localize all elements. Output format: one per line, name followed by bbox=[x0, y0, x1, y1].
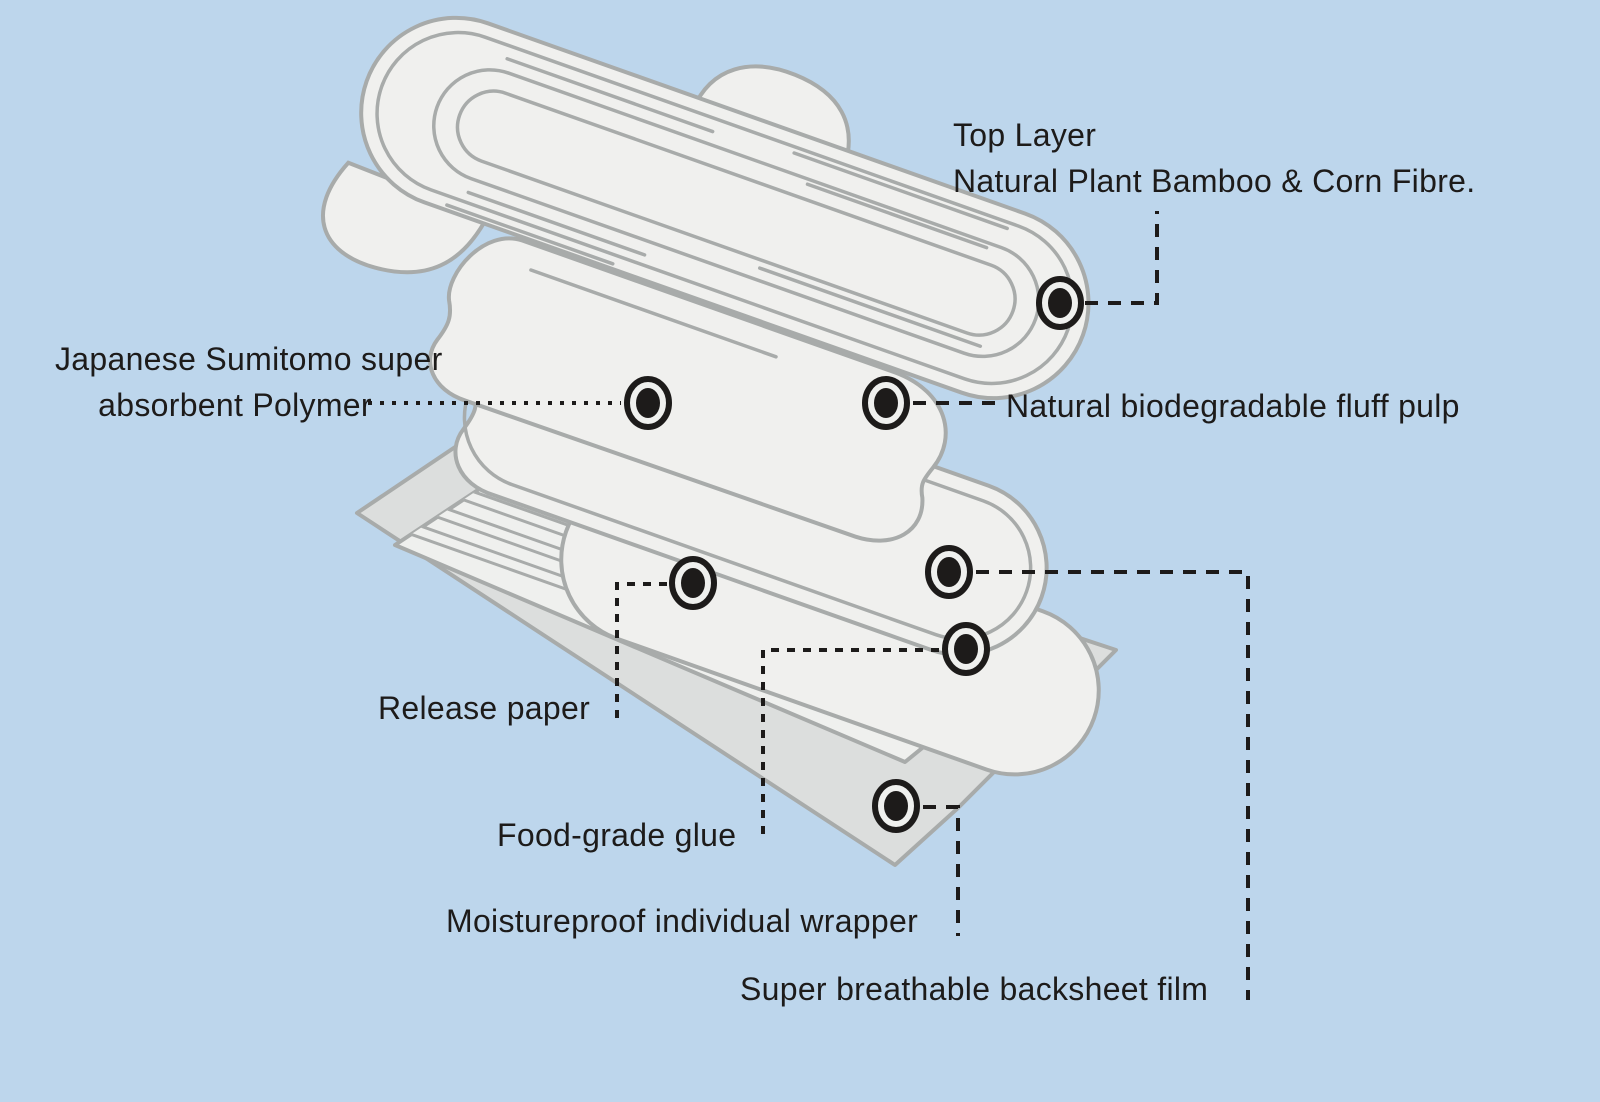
leader-release-paper bbox=[615, 582, 667, 722]
label-top-layer-line1: Top Layer bbox=[953, 117, 1097, 153]
label-wrapper: Moistureproof individual wrapper bbox=[446, 903, 919, 939]
label-sap: Japanese Sumitomo super absorbent Polyme… bbox=[55, 336, 443, 428]
leader-food-grade-glue bbox=[761, 648, 939, 840]
marker-wrapper bbox=[872, 779, 920, 833]
label-fluff-pulp: Natural biodegradable fluff pulp bbox=[1006, 388, 1460, 424]
marker-food-grade-glue bbox=[942, 622, 990, 676]
marker-fluff-pulp bbox=[862, 376, 910, 430]
leader-wrapper bbox=[923, 805, 960, 936]
marker-release-paper bbox=[669, 556, 717, 610]
leader-backsheet-film bbox=[976, 570, 1250, 1000]
marker-top-layer bbox=[1036, 276, 1084, 330]
label-sap-line2: absorbent Polymer bbox=[98, 387, 372, 423]
marker-backsheet-film bbox=[925, 545, 973, 599]
markers bbox=[624, 276, 1084, 833]
label-sap-line1: Japanese Sumitomo super bbox=[55, 341, 443, 377]
label-top-layer: Top Layer Natural Plant Bamboo & Corn Fi… bbox=[953, 112, 1475, 204]
sap-layer bbox=[428, 236, 948, 543]
label-release-paper: Release paper bbox=[378, 690, 591, 726]
marker-sap bbox=[624, 376, 672, 430]
label-food-grade-glue: Food-grade glue bbox=[497, 817, 737, 853]
wing-bottom bbox=[321, 160, 490, 275]
label-backsheet: Super breathable backsheet film bbox=[740, 971, 1209, 1007]
label-top-layer-line2: Natural Plant Bamboo & Corn Fibre. bbox=[953, 163, 1476, 199]
topsheet-layer bbox=[321, 15, 1091, 401]
leader-top-layer bbox=[1085, 211, 1159, 305]
